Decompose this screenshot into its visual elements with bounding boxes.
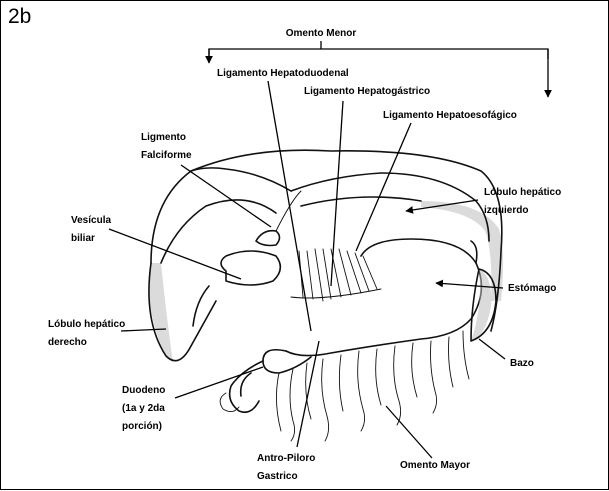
label-lobulo-izq-line1: Lóbulo hepático — [484, 187, 561, 198]
label-bazo: Bazo — [510, 358, 534, 369]
spleen — [471, 269, 496, 341]
label-antro-line2: Gastrico — [257, 471, 298, 482]
label-omento-menor: Omento Menor — [286, 28, 357, 39]
label-estomago: Estómago — [508, 283, 556, 294]
label-duodeno-line3: porción) — [122, 421, 162, 432]
label-lig-hepatoesofagico: Ligamento Hepatoesofágico — [383, 110, 517, 121]
label-duodeno-line1: Duodeno — [122, 385, 165, 396]
label-lig-hepatoduodenal: Ligamento Hepatoduodenal — [217, 68, 349, 79]
label-lobulo-izq-line2: izquierdo — [484, 205, 528, 216]
label-lig-hepatogastrico: Ligamento Hepatogástrico — [304, 86, 430, 97]
label-lobulo-der-line2: derecho — [48, 337, 87, 348]
label-lig-falciforme-line2: Falciforme — [141, 150, 192, 161]
label-lig-falciforme-line1: Ligmento — [141, 132, 186, 143]
label-vesicula-line1: Vesícula — [71, 215, 111, 226]
label-antro-line1: Antro-Piloro — [257, 453, 315, 464]
label-omento-mayor: Omento Mayor — [400, 460, 470, 471]
labels: Omento Menor Ligamento Hepatoduodenal Li… — [48, 28, 561, 482]
label-duodeno-line2: (1a y 2da — [122, 403, 165, 414]
greater-omentum — [276, 331, 469, 441]
label-vesicula-line2: biliar — [71, 233, 95, 244]
liver-outline — [149, 150, 503, 363]
label-lobulo-der-line1: Lóbulo hepático — [48, 319, 125, 330]
gallbladder — [193, 251, 280, 326]
